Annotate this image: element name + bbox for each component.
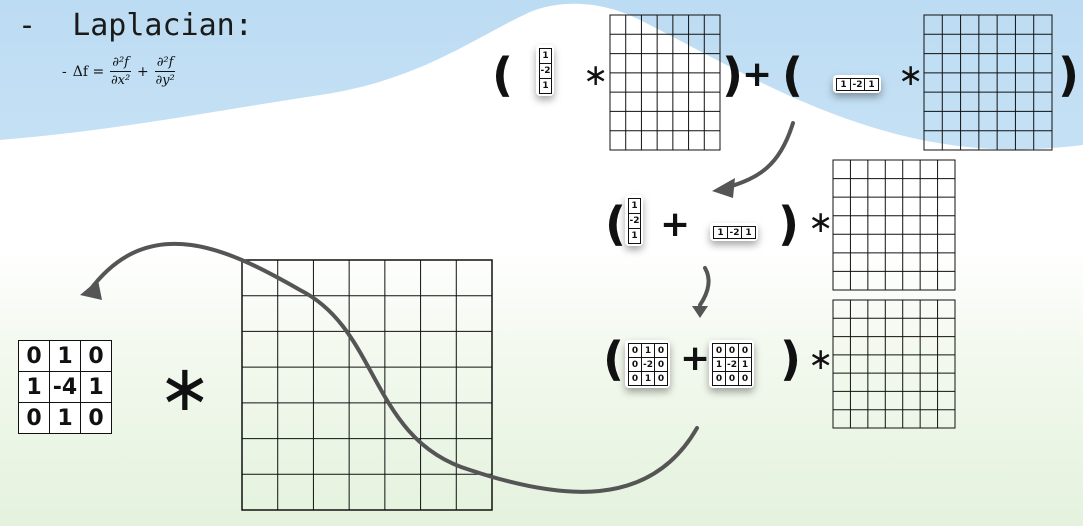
kernel-laplacian-cell: 1 [49,402,81,434]
formula-term-y: ∂²f ∂y² [154,55,176,88]
formula-bullet: - [62,63,67,80]
formula-plus: + [136,63,149,80]
kernel-row3-horizontal-2d-cell: 0 [725,371,739,386]
kernel-laplacian-cell: 1 [49,340,81,372]
kernel-row3-horizontal-2d-cell: 1 [712,357,726,372]
image-grids [241,14,1053,511]
kernel-row1-horizontal-cell: -2 [850,78,865,91]
grid-row1-b [923,14,1053,151]
kernel-row3-vertical-2d-cell: 0 [654,371,668,386]
row1-open-paren-1: ( [492,48,514,102]
term-x-numerator: ∂²f [110,55,131,72]
kernel-row3-vertical-2d-cell: 0 [628,357,642,372]
arrow-middle-to-bottom [698,266,711,307]
kernel-row2-horizontal-cell: 1 [741,226,756,239]
term-x-denominator: ∂x² [110,73,131,88]
heading-bullet: - [18,8,37,43]
heading-title: - Laplacian: [18,8,253,43]
grid-main [241,259,493,511]
row1-convolve-2: ∗ [898,58,924,93]
kernel-row3-horizontal-2d-cell: 1 [738,357,752,372]
kernel-laplacian-cell: 0 [80,402,112,434]
kernel-row3-vertical-2d-cell: 0 [628,371,642,386]
kernel-row3-vertical-2d-cell: 1 [641,343,655,358]
flow-arrows [88,121,795,494]
kernel-row3-vertical-2d-cell: -2 [641,357,655,372]
grid-row3 [832,299,956,429]
kernel-row3-horizontal-2d-cell: 0 [738,343,752,358]
grid-row2 [832,159,956,291]
kernel-row2-horizontal-cell: 1 [713,226,728,239]
kernel-row3-vertical-2d-cell: 0 [654,357,668,372]
kernel-row2-vertical-cell: 1 [628,228,641,244]
row2-plus: + [660,204,691,245]
arrow-bottom-to-laplacian [88,241,699,494]
row2-open-paren: ( [605,197,627,251]
row1-plus: + [742,54,773,95]
kernel-row1-vertical-cell: 1 [539,78,552,94]
kernel-row3-vertical-2d-cell: 0 [654,343,668,358]
term-y-denominator: ∂y² [155,73,175,88]
row3-close-paren: ) [780,332,802,386]
kernel-laplacian-cell: 1 [80,371,112,403]
kernel-row3-horizontal-2d-cell: 0 [725,343,739,358]
kernel-laplacian-cell: 0 [18,340,50,372]
kernel-row3-horizontal-2d-cell: -2 [725,357,739,372]
kernel-row1-vertical-cell: 1 [539,48,552,64]
kernel-row3-vertical-2d-cell: 0 [628,343,642,358]
row1-open-paren-2: ( [782,48,804,102]
term-y-numerator: ∂²f [154,55,176,72]
row3-convolve: ∗ [808,342,834,377]
row1-close-paren-2: ) [1058,48,1080,102]
heading-text: Laplacian: [72,8,253,43]
formula-term-x: ∂²f ∂x² [110,55,131,88]
main-convolve: ∗ [158,352,212,426]
grid-row1-a [609,14,721,151]
kernel-row3-horizontal-2d-cell: 0 [738,371,752,386]
laplacian-formula: - Δf = ∂²f ∂x² + ∂²f ∂y² [62,55,176,88]
kernel-row2-horizontal-cell: -2 [727,226,742,239]
arrow-heads [80,178,735,318]
row1-convolve-1: ∗ [583,58,609,93]
kernel-laplacian-cell: 0 [18,402,50,434]
kernel-laplacian-cell: -4 [49,371,81,403]
arrow-head-1 [712,178,735,198]
kernel-row1-vertical-cell: -2 [539,63,552,79]
row2-convolve: ∗ [808,205,834,240]
kernel-row3-horizontal-2d-cell: 0 [712,343,726,358]
kernel-row2-vertical-cell: 1 [628,198,641,214]
kernel-row3-vertical-2d-cell: 1 [641,371,655,386]
arrow-head-2 [692,306,708,318]
arrow-top-to-middle [723,121,795,190]
kernel-row2-vertical-cell: -2 [628,213,641,229]
row3-plus: + [680,338,711,379]
kernel-laplacian-cell: 1 [18,371,50,403]
row1-close-paren-1: ) [722,48,744,102]
kernel-row3-horizontal-2d-cell: 0 [712,371,726,386]
kernel-row1-horizontal-cell: 1 [836,78,851,91]
row3-open-paren: ( [603,332,625,386]
formula-lhs: Δf = [72,63,105,80]
kernel-row1-horizontal-cell: 1 [864,78,879,91]
arrow-head-3 [80,280,102,300]
row2-close-paren: ) [778,197,800,251]
kernel-laplacian-cell: 0 [80,340,112,372]
